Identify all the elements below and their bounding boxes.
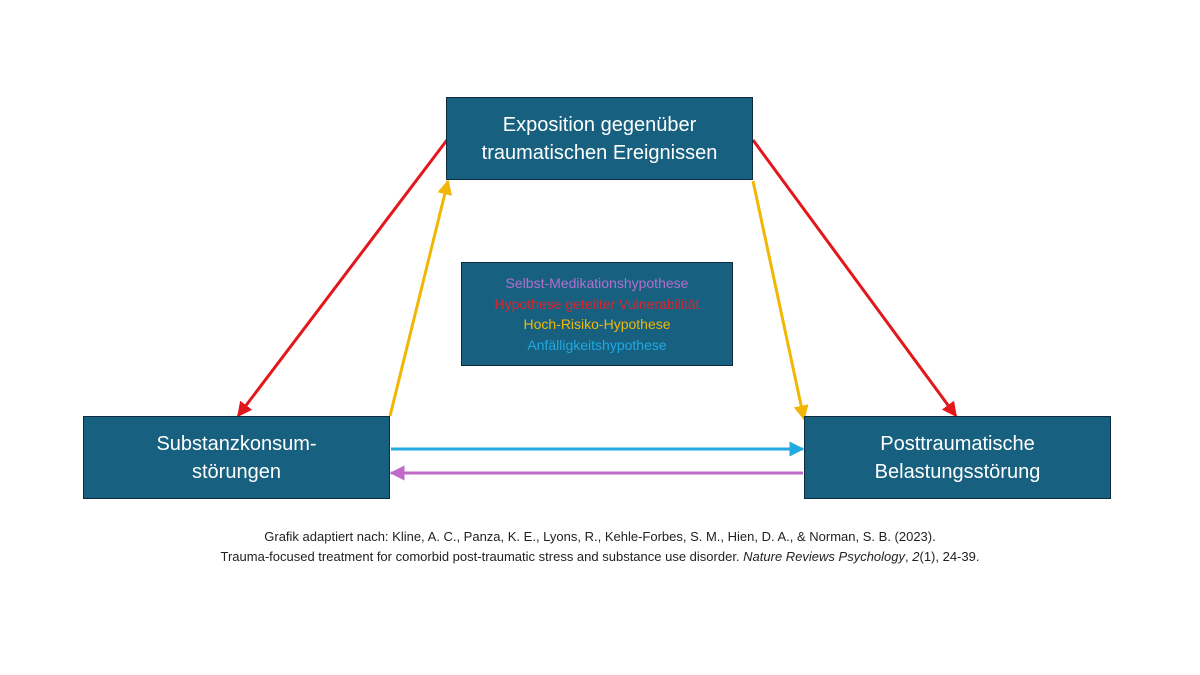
node-exposure-line1: Exposition gegenüber — [502, 113, 697, 136]
citation-journal: Nature Reviews Psychology — [743, 549, 906, 564]
citation: Grafik adaptiert nach: Kline, A. C., Pan… — [0, 527, 1200, 567]
node-exposure-trauma: Exposition gegenüber traumatischen Ereig… — [446, 97, 753, 180]
node-sud-line1: Substanzkonsum- — [156, 432, 317, 455]
citation-title: Trauma-focused treatment for comorbid po… — [220, 549, 744, 564]
node-ptsd: Posttraumatische Belastungsstörung — [804, 416, 1111, 499]
citation-line1: Grafik adaptiert nach: Kline, A. C., Pan… — [264, 529, 936, 544]
arrow-exposure-to-ptsd-yellow — [751, 180, 809, 421]
legend-item-susceptibility: Anfälligkeitshypothese — [527, 336, 667, 353]
node-sud-line2: störungen — [192, 460, 281, 483]
arrow-sud-to-exposure-yellow — [388, 179, 453, 417]
citation-separator: , — [905, 549, 913, 564]
arrow-exposure-to-ptsd-red — [751, 139, 958, 418]
legend-box: Selbst-Medikationshypothese Hypothese ge… — [461, 262, 733, 366]
node-ptsd-line2: Belastungsstörung — [874, 460, 1041, 483]
legend-item-high-risk: Hoch-Risiko-Hypothese — [523, 316, 671, 332]
citation-line2: Trauma-focused treatment for comorbid po… — [0, 547, 1200, 567]
node-exposure-line2: traumatischen Ereignissen — [481, 141, 718, 164]
legend-item-self-medication: Selbst-Medikationshypothese — [505, 275, 689, 291]
node-substance-use-disorder: Substanzkonsum- störungen — [83, 416, 390, 499]
citation-volume: 2 — [912, 549, 920, 564]
arrow-exposure-to-sud-red — [236, 139, 449, 418]
node-ptsd-line1: Posttraumatische — [880, 432, 1035, 455]
legend-item-shared-vulnerability: Hypothese geteilter Vulnerabilität — [494, 295, 700, 312]
citation-issue-pages: (1), 24-39. — [919, 549, 980, 564]
